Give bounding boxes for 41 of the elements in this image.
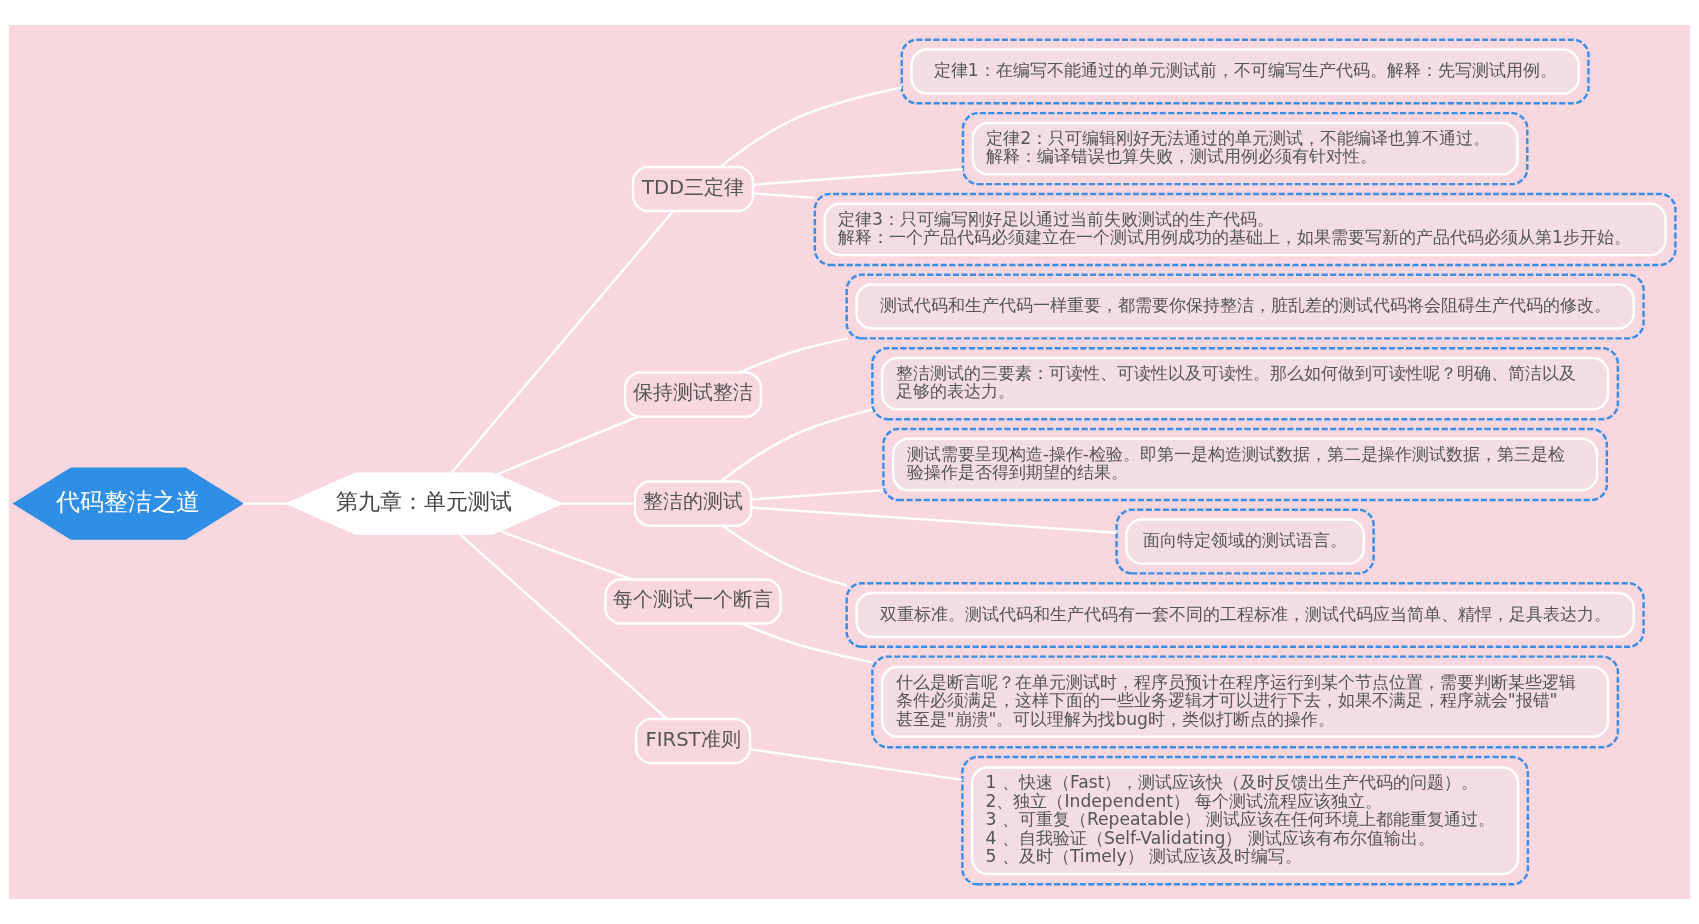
node-box: 整洁的测试	[633, 480, 753, 527]
node-box: FIRST准则	[634, 717, 752, 765]
node-box: 测试需要呈现构造-操作-检验。即第一是构造测试数据，第二是操作测试数据，第三是检验操作是否得到期望的结果。	[891, 437, 1599, 492]
connector	[741, 622, 873, 664]
connector	[495, 415, 639, 476]
cluster	[1115, 508, 1375, 575]
connector	[450, 210, 674, 474]
cluster	[871, 346, 1620, 421]
connector	[719, 408, 873, 483]
connector	[751, 506, 1117, 534]
connector	[561, 502, 635, 505]
connector	[459, 533, 668, 720]
node-box: 什么是断言呢？在单元测试时，程序员预计在程序运行到某个节点位置，需要判断某些逻辑条件必须满足，这样下面的一些业务逻辑才可以进行下去，如果不满足，程序就会"报错"甚至是"崩溃"。可以理解为找bug时，类似打断点的操作。	[880, 665, 1610, 739]
connector	[749, 747, 963, 782]
cluster	[900, 38, 1590, 105]
node-box: 面向特定领域的测试语言。	[1125, 518, 1366, 565]
node-box: TDD三定律	[631, 165, 755, 213]
node-box: 1 、快速（Fast），测试应该快（及时反馈出生产代码的问题）。 2、独立（Independent） 每个测试流程应该独立。 3 、可重复（Repeatable） 测试应该在任何环境上都能重复通过。 4 、自我验证（Self-Validating） 测试应该有布尔值输出。 5 、及时（Timely） 测试应该及时编写。	[970, 766, 1520, 876]
connector	[739, 337, 848, 374]
node-box: 定律1：在编写不能通过的单元测试前，不可编写生产代码。解释：先写测试用例。	[910, 48, 1580, 95]
node-box: 每个测试一个断言	[604, 578, 782, 625]
connector	[751, 488, 884, 501]
node-box: 保持测试整洁	[623, 371, 763, 418]
connector	[242, 502, 287, 505]
connector	[719, 86, 902, 168]
connector	[753, 192, 815, 200]
node-box: 整洁测试的三要素：可读性、可读性以及可读性。那么如何做到可读性呢？明确、简洁以及足够的表达力。	[880, 356, 1610, 411]
node-box: 定律3：只可编写刚好足以通过当前失败测试的生产代码。 解释：一个产品代码必须建立在一个测试用例成功的基础上，如果需要写新的产品代码必须从第1步开始。	[823, 202, 1667, 257]
node-box: 测试代码和生产代码一样重要，都需要你保持整洁，脏乱差的测试代码将会阻碍生产代码的修改。	[855, 283, 1635, 330]
cluster	[813, 192, 1677, 267]
node-box: 双重标准。测试代码和生产代码有一套不同的工程标准，测试代码应当简单、精悍，足具表达力。	[855, 591, 1635, 639]
cluster	[882, 427, 1609, 502]
connector	[753, 168, 964, 186]
node-box: 定律2：只可编辑刚好无法通过的单元测试，不能编译也算不通过。 解释：编译错误也算失败，测试用例必须有针对性。	[971, 121, 1519, 176]
connector	[499, 530, 633, 581]
cluster	[961, 111, 1529, 186]
cluster	[845, 273, 1645, 340]
connector	[722, 524, 847, 587]
cluster	[871, 655, 1620, 749]
cluster	[961, 755, 1530, 886]
cluster	[845, 581, 1645, 649]
